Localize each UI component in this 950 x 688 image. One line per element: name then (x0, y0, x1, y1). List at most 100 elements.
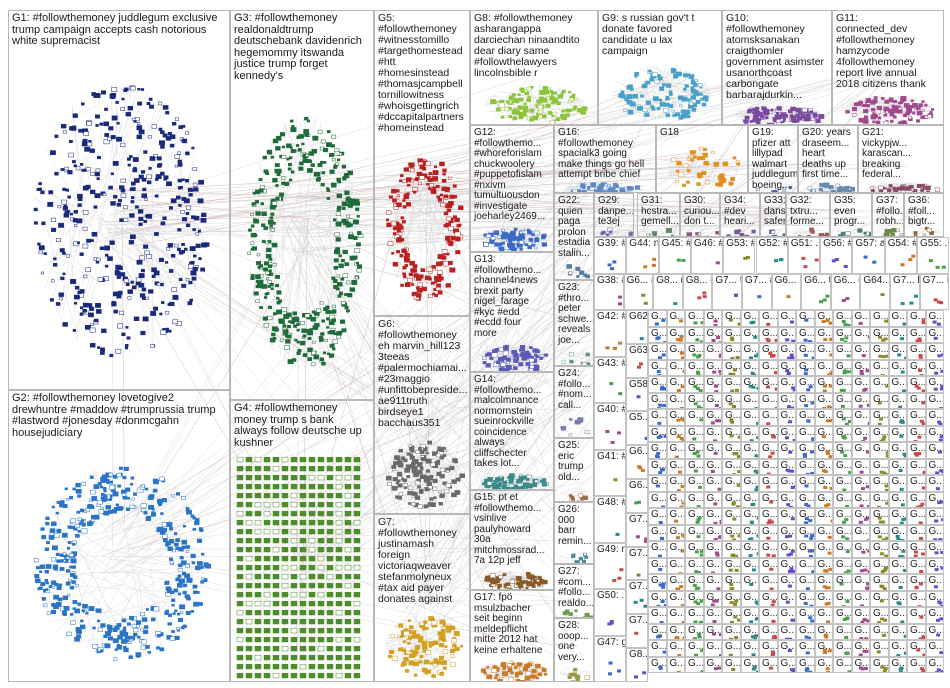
node (254, 582, 262, 589)
node (105, 505, 110, 510)
edge (281, 238, 299, 369)
node (185, 549, 190, 553)
node (617, 576, 622, 580)
node (335, 564, 343, 571)
node (326, 456, 334, 463)
node (81, 141, 88, 147)
node (565, 609, 570, 613)
node (308, 151, 315, 156)
node (308, 555, 316, 562)
node (396, 226, 401, 230)
node (150, 617, 156, 622)
node (502, 350, 509, 356)
node (552, 111, 557, 116)
node (534, 353, 538, 357)
group-label: G... (910, 311, 926, 322)
node (803, 265, 808, 269)
node (353, 663, 361, 670)
node (404, 264, 409, 267)
node (65, 581, 71, 586)
node (133, 632, 138, 637)
node (159, 171, 165, 176)
node (281, 654, 289, 661)
edge (671, 79, 710, 95)
node (125, 111, 132, 117)
node (181, 495, 186, 500)
node (432, 186, 437, 190)
node (185, 545, 190, 549)
node (290, 591, 298, 598)
node (426, 481, 432, 487)
node (416, 171, 422, 177)
edge (386, 241, 438, 246)
node (41, 221, 46, 226)
node (408, 625, 414, 630)
node (331, 304, 336, 309)
node (813, 113, 818, 118)
node (90, 505, 95, 509)
node (333, 284, 339, 289)
node-cluster (480, 227, 547, 251)
node (106, 625, 113, 630)
node (934, 187, 940, 192)
node (38, 245, 45, 251)
node (634, 501, 639, 505)
node (344, 262, 350, 267)
edge (577, 551, 584, 557)
group-panel-g15: G15: pt et #followthemo... vsinlive paul… (470, 490, 554, 590)
node (179, 611, 184, 614)
group-label: G46: #whe... (693, 238, 722, 249)
node (941, 265, 946, 269)
group-panel-g32: G32: txtru... forme... (786, 193, 830, 237)
node (125, 326, 129, 329)
node (878, 185, 884, 190)
node (326, 600, 334, 607)
node (509, 660, 514, 664)
node (412, 264, 418, 269)
node (573, 105, 578, 109)
node (326, 188, 331, 193)
node (160, 512, 164, 515)
node (123, 89, 127, 93)
node (253, 218, 259, 224)
node (858, 117, 865, 123)
edge (112, 502, 189, 578)
node (151, 274, 156, 278)
node (308, 609, 316, 616)
node (77, 529, 81, 533)
node (162, 133, 168, 138)
node (299, 573, 307, 580)
node (56, 238, 61, 243)
group-panel-g21: G21: vickypjw... karascan... breaking fe… (858, 125, 944, 193)
mini-group-panel: G6... the... (801, 274, 831, 310)
node (508, 235, 512, 239)
node (696, 172, 703, 178)
node (51, 227, 57, 232)
node (406, 639, 411, 643)
node (92, 644, 98, 649)
node (453, 631, 460, 636)
node (905, 186, 911, 191)
mini-group-panel: G46: #whe... (690, 237, 724, 274)
node (55, 552, 60, 556)
node (288, 162, 293, 167)
node (687, 155, 692, 158)
node (893, 189, 898, 192)
node (697, 156, 702, 161)
node (82, 226, 88, 231)
node (399, 254, 404, 258)
node (863, 255, 868, 259)
node (281, 307, 288, 312)
edge (387, 634, 445, 653)
mini-group-panel: G40: #foll... nick... (594, 403, 626, 450)
edge (77, 588, 106, 647)
edge (271, 251, 299, 348)
node (95, 608, 101, 613)
node (189, 261, 193, 265)
node (863, 109, 868, 114)
node (326, 528, 334, 535)
node (335, 600, 343, 607)
node (697, 296, 702, 300)
node (176, 627, 180, 631)
node (517, 486, 523, 489)
